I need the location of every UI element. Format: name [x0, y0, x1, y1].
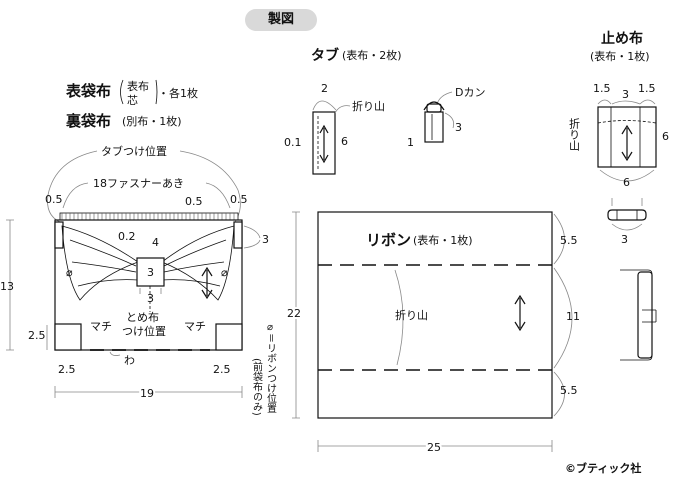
stopper-title: 止め布 [601, 30, 643, 47]
copyright: ©ブティック社 [565, 461, 641, 475]
d-ring-label: Dカン [455, 86, 485, 99]
bag-count: ・各1枚 [158, 86, 198, 100]
ribbon-mark-left: ⌀ [66, 266, 73, 279]
machi-left: マチ [90, 320, 112, 333]
stopper-detail: (表布・1枚) [590, 49, 650, 63]
dim-0.5-mid: 0.5 [185, 195, 203, 208]
ribbon-title: リボン [366, 231, 411, 249]
bag-title-lining: 裏袋布 [65, 112, 111, 130]
bag-titles: 表袋布 表布 芯 ・各1枚 裏袋布 (別布・1枚) [65, 79, 198, 130]
tab-dim-1: 1 [407, 136, 414, 149]
bag-diagram: タブつけ位置 18ファスナーあき 0.5 0.5 0.5 0.2 4 3 3 3 [0, 144, 269, 402]
dim-4: 4 [152, 236, 159, 249]
ribbon-dim-22: 22 [287, 307, 301, 320]
ribbon-detail: (表布・1枚) [413, 233, 473, 247]
tab-position-label: タブつけ位置 [101, 144, 167, 158]
dim-3-below: 3 [147, 292, 154, 305]
dim-19: 19 [140, 387, 154, 400]
bag-title-outer: 表袋布 [66, 82, 111, 100]
bag-paren-a: 表布 [127, 79, 149, 93]
stopper-dim-6-v: 6 [662, 130, 669, 143]
ribbon-dim-5.5-bottom: 5.5 [560, 384, 578, 397]
tab-fold-label: 折り山 [352, 99, 385, 113]
tab-dim-3: 3 [455, 121, 462, 134]
dim-13: 13 [0, 280, 14, 293]
ribbon-mark-right: ⌀ [221, 266, 228, 279]
wa-label: わ [124, 354, 135, 367]
stopper-dim-3: 3 [622, 88, 629, 101]
ribbon-diagram: リボン (表布・1枚) 折り山 22 5.5 11 5.5 25 ⌀＝リボンつけ… [251, 211, 580, 456]
tab-dim-2: 2 [321, 82, 328, 95]
dim-3-knot: 3 [147, 266, 154, 279]
tab-dim-0.1: 0.1 [284, 136, 302, 149]
stopper-fold-label: 折り山 [568, 117, 581, 151]
bag-lining-detail: (別布・1枚) [122, 114, 182, 128]
stopper-dim-1.5-left: 1.5 [593, 82, 611, 95]
dim-0.5-right: 0.5 [230, 193, 248, 206]
tab-diagram: タブ (表布・2枚) 2 折り山 0.1 6 Dカン 3 1 [284, 47, 485, 175]
stopper-dim-6-h: 6 [623, 176, 630, 189]
zipper-label: 18ファスナーあき [93, 177, 184, 190]
stopper-position-label-1: とめ布 [126, 311, 159, 324]
stopper-dim-1.5-right: 1.5 [638, 82, 656, 95]
dim-3-right: 3 [262, 233, 269, 246]
dim-0.5-left: 0.5 [45, 193, 63, 206]
dim-0.2: 0.2 [118, 230, 136, 243]
stopper-position-label-2: つけ位置 [122, 324, 166, 338]
ribbon-dim-5.5-top: 5.5 [560, 234, 578, 247]
stopper-dim-3-b: 3 [621, 233, 628, 246]
machi-right: マチ [184, 320, 206, 333]
dim-2.5-left-v: 2.5 [28, 329, 46, 342]
tab-dim-6: 6 [341, 135, 348, 148]
section-badge: 製図 [245, 9, 317, 31]
dim-2.5-left-h: 2.5 [58, 363, 76, 376]
ribbon-position-note-2: (前袋布のみ) [251, 358, 263, 416]
ribbon-dim-11: 11 [566, 310, 580, 323]
ribbon-position-note: ⌀＝リボンつけ位置 [265, 322, 277, 413]
ribbon-dim-25: 25 [427, 441, 441, 454]
stopper-diagram: 止め布 (表布・1枚) 1.5 3 1.5 折り山 6 6 3 [568, 30, 669, 361]
tab-title: タブ [311, 47, 339, 64]
dim-2.5-right-h: 2.5 [213, 363, 231, 376]
ribbon-fold-label: 折り山 [395, 308, 428, 322]
bag-paren-b: 芯 [127, 93, 138, 107]
tab-detail: (表布・2枚) [342, 48, 402, 62]
